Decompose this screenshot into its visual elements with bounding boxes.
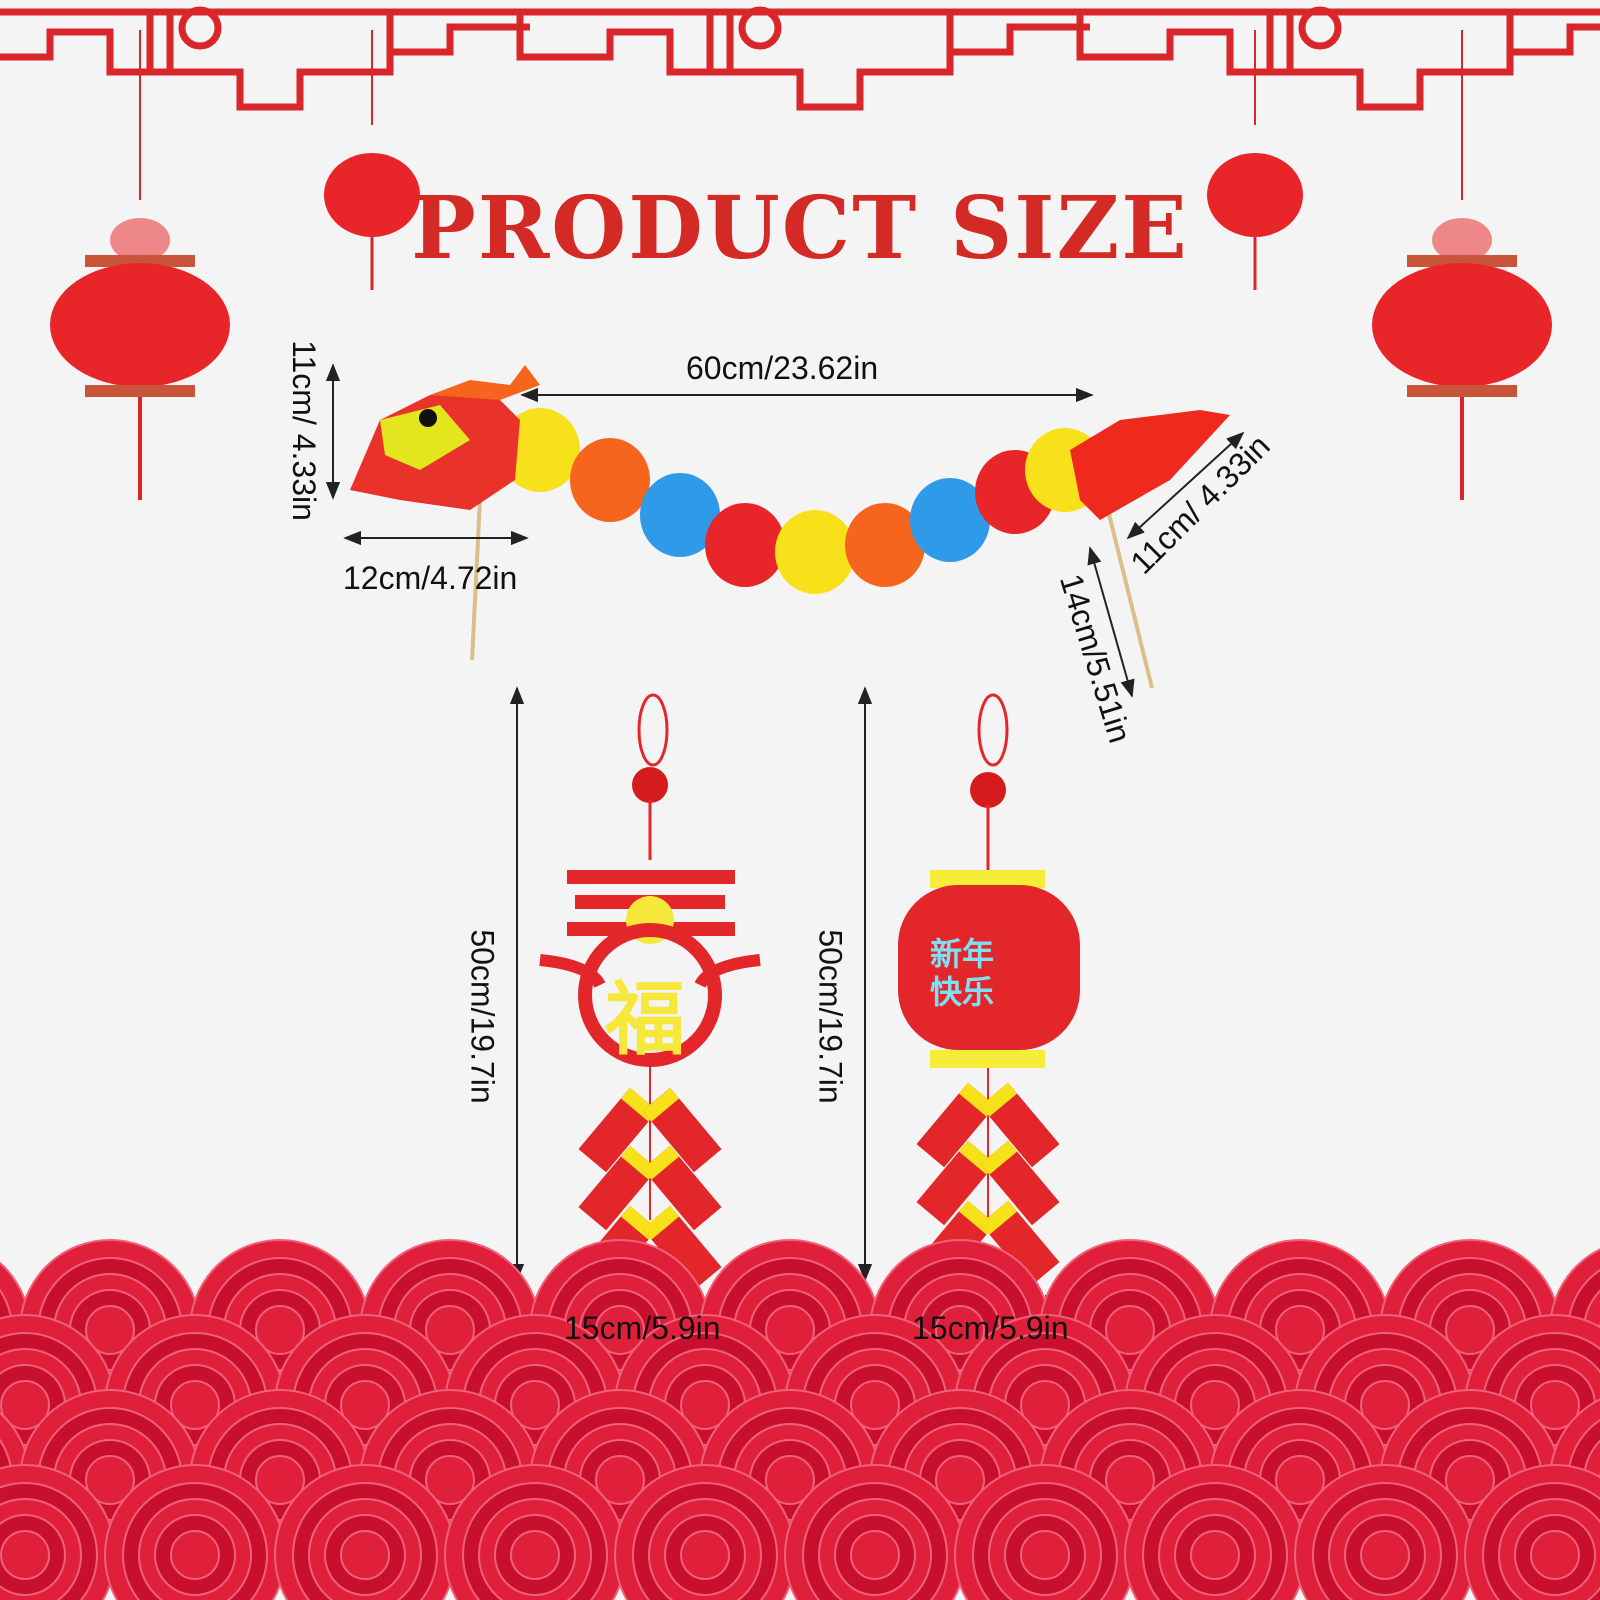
lattice-segment: [1076, 12, 1600, 111]
firecracker-band: [980, 1200, 1018, 1235]
dragon-segment: [640, 473, 720, 557]
lantern-decoration-left-small: [324, 30, 420, 290]
wave-scale: [0, 1464, 116, 1600]
dragon-head-height-label: 11cm/ 4.33in: [285, 340, 322, 521]
wave-scale: [1464, 1464, 1600, 1600]
dragon-segment: [910, 478, 990, 562]
arrow-dragon-tail-height: [1126, 431, 1245, 540]
firecracker: [980, 1082, 1060, 1168]
lattice-medallion: [178, 6, 222, 50]
firecracker: [980, 1200, 1060, 1286]
dragon-length-label: 60cm/23.62in: [686, 350, 879, 386]
wave-scale: [954, 1464, 1136, 1600]
fu-character: 福: [605, 975, 685, 1064]
firecracker-band: [642, 1145, 680, 1180]
lattice-segment: [516, 12, 1090, 111]
hanging-right-height-label: 50cm/19.7in: [812, 929, 849, 1104]
lattice-medallion: [738, 6, 782, 50]
lattice-segment: [0, 12, 530, 111]
dragon-segment: [845, 503, 925, 587]
hanging-right-width-label: 15cm/5.9in: [912, 1310, 1069, 1346]
fu-hanging-ornament: [539, 693, 761, 1291]
firecracker: [642, 1145, 722, 1231]
firecracker-band: [980, 1140, 1018, 1175]
firecracker: [642, 1205, 722, 1291]
lantern-decoration-left-large: [50, 30, 230, 500]
wave-scale: [1124, 1464, 1306, 1600]
dragon-segment: [705, 503, 785, 587]
hanging-left-height-label: 50cm/19.7in: [464, 929, 501, 1104]
wave-scale: [614, 1464, 796, 1600]
firecracker-band: [980, 1082, 1018, 1117]
lantern-decoration-right-small: [1207, 30, 1303, 290]
new-year-greeting: 新年快乐: [930, 936, 995, 1010]
hanging-left-width-label: 15cm/5.9in: [564, 1310, 721, 1346]
firecracker-band: [642, 1205, 680, 1240]
lantern-decoration-right-large: [1372, 30, 1552, 500]
dragon-head-width-label: 12cm/4.72in: [343, 560, 518, 596]
page-title: PRODUCT SIZE: [411, 178, 1189, 279]
firecracker: [980, 1140, 1060, 1226]
wave-scale: [274, 1464, 456, 1600]
dragon-segment: [500, 408, 580, 492]
lattice-border: [0, 6, 1600, 111]
wave-pattern-footer: [0, 1239, 1600, 1600]
dragon-segment: [570, 438, 650, 522]
firecracker-band: [642, 1087, 680, 1122]
wave-scale: [1294, 1464, 1476, 1600]
dragon-segment: [775, 510, 855, 594]
lattice-medallion: [1298, 6, 1342, 50]
firecracker: [642, 1087, 722, 1173]
wave-scale: [784, 1464, 966, 1600]
arrow-stick-length: [1087, 546, 1135, 698]
wave-scale: [104, 1464, 286, 1600]
